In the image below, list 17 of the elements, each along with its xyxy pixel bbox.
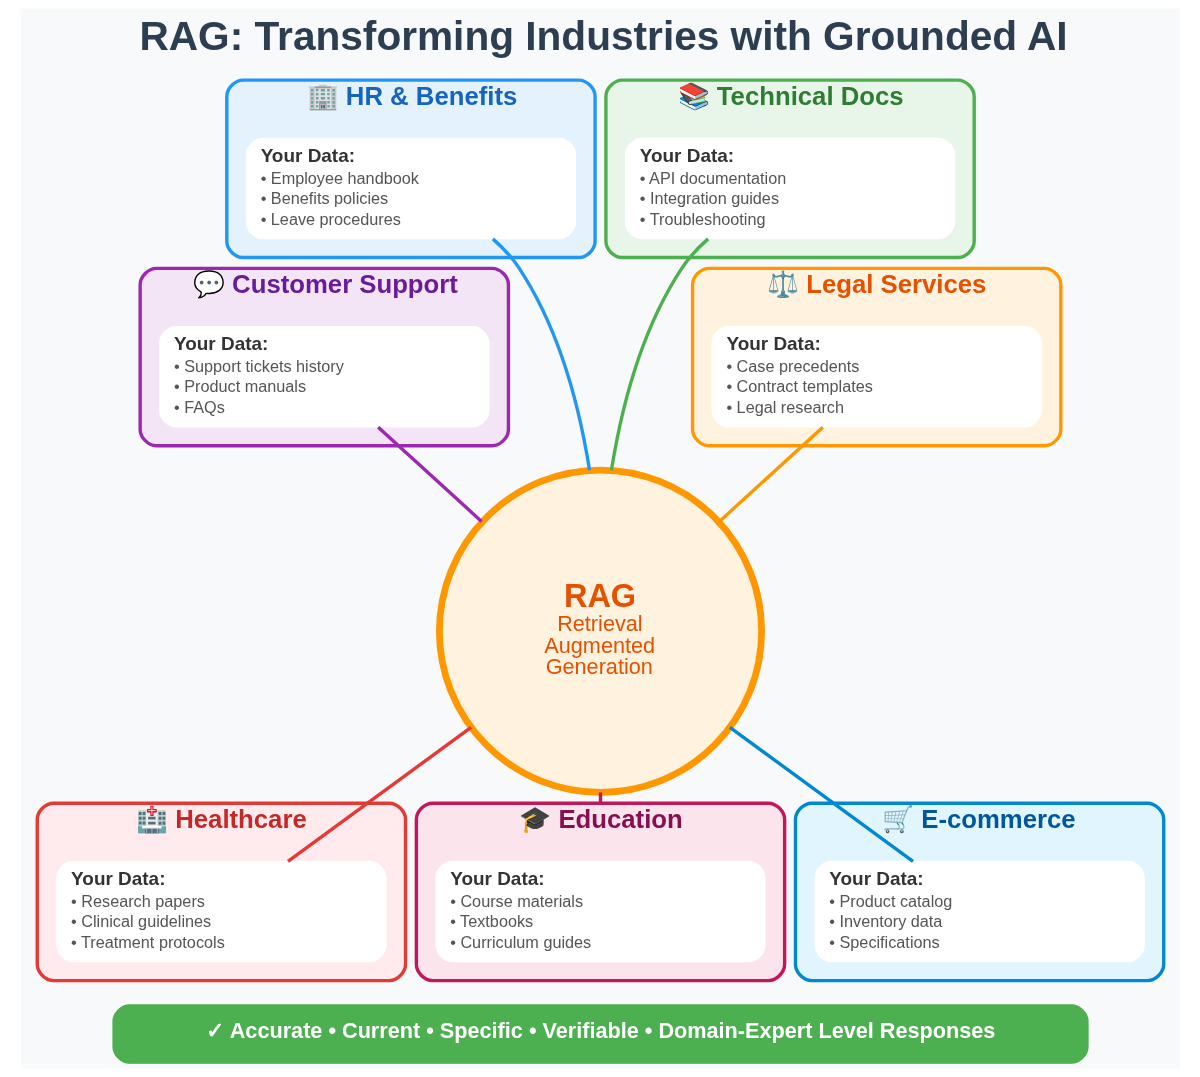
- connector: [491, 237, 591, 471]
- connector: [728, 726, 914, 863]
- node-box: Your Data: • Course materials • Textbooks • Curriculum guides: [434, 860, 766, 963]
- diagram-title: RAG: Transforming Industries with Grounded AI: [138, 13, 1067, 60]
- node-circle: RAG Retrieval Augmented Generation: [435, 466, 765, 796]
- node-box: Your Data: • Support tickets history • Product manuals • FAQs: [158, 325, 489, 428]
- connector: [609, 237, 709, 471]
- node-box: Your Data: • Employee handbook • Benefits policies • Leave procedures: [245, 137, 576, 240]
- connector: [717, 425, 824, 523]
- node-box: Your Data: • Product catalog • Inventory data • Specifications: [813, 860, 1145, 963]
- connector: [376, 425, 483, 523]
- connector: [286, 726, 472, 863]
- node-box: Your Data: • Research papers • Clinical guidelines • Treatment protocols: [55, 860, 387, 963]
- connector: [598, 792, 602, 804]
- node-box: Your Data: • Case precedents • Contract templates • Legal research: [711, 325, 1042, 428]
- node-box: Your Data: • API documentation • Integration guides • Troubleshooting: [624, 137, 955, 240]
- node-box: ✓ Accurate • Current • Specific • Verifiable • Domain-Expert Level Responses: [111, 1004, 1089, 1064]
